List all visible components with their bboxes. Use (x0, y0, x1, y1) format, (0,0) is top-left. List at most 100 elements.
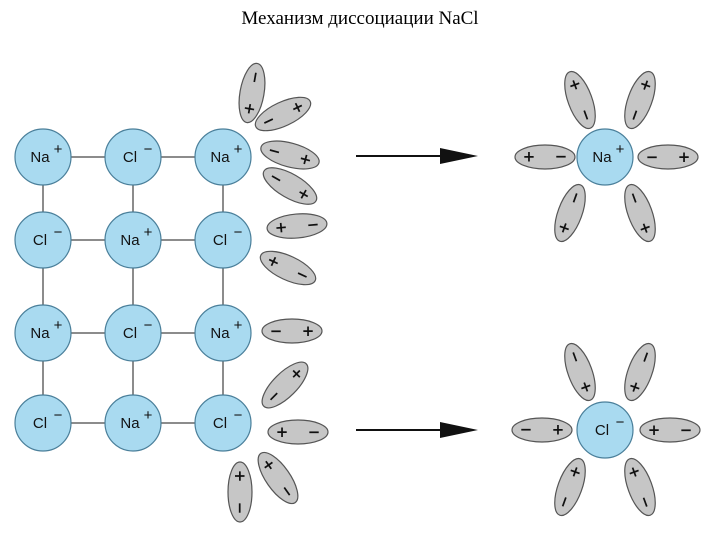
ion-label: Cl (213, 415, 227, 432)
ion-charge: + (234, 317, 243, 334)
dipole-negative-end: − (231, 502, 249, 515)
ion-charge: − (234, 407, 243, 424)
dipole-positive-end: + (231, 470, 249, 483)
chloride-ion: Cl− (194, 211, 252, 269)
sodium-ion: Na+ (194, 304, 252, 362)
dipole-negative-end: − (565, 189, 586, 207)
diagram-title: Механизм диссоциации NaCl (241, 8, 479, 29)
water-dipole: +− (267, 419, 329, 445)
dipole-positive-end: + (239, 101, 259, 117)
ion-charge: − (144, 317, 153, 334)
dipole-positive-end: + (564, 76, 585, 94)
dipole-positive-end: + (635, 76, 656, 94)
water-dipole: +− (564, 70, 596, 130)
ion-charge: − (54, 224, 63, 241)
dipole-negative-end: − (635, 348, 656, 366)
sodium-ion: Na+ (14, 304, 72, 362)
ion-charge: + (54, 317, 63, 334)
dipole-negative-end: − (635, 493, 656, 511)
ion-label: Cl (33, 415, 47, 432)
dipole-positive-end: + (552, 421, 565, 439)
water-dipoles: +−+−+−+−+−+−+−+−+−+−+− (227, 62, 329, 523)
chloride-ion: Cl− (104, 128, 162, 186)
reaction-arrows (356, 148, 478, 438)
dipole-negative-end: − (646, 148, 659, 166)
dipole-negative-end: − (306, 215, 320, 234)
hydrated-ions: +−+−+−+−+−+−Na++−+−+−+−+−+−Cl− (511, 70, 701, 517)
dipole-positive-end: + (274, 218, 288, 237)
ion-label: Na (592, 149, 612, 166)
water-dipole: +− (624, 457, 656, 517)
dipole-positive-end: + (624, 378, 645, 396)
sodium-ion: Na+ (104, 394, 162, 452)
dipole-negative-end: − (564, 348, 585, 366)
dipole-positive-end: + (302, 322, 315, 340)
hydrated-sodium-ion: Na+ (576, 128, 634, 186)
ion-charge: + (616, 141, 625, 158)
ion-charge: + (144, 407, 153, 424)
chloride-ion: Cl− (14, 394, 72, 452)
sodium-ion: Na+ (14, 128, 72, 186)
water-dipole: +− (260, 140, 320, 170)
chloride-ion: Cl− (14, 211, 72, 269)
dipole-positive-end: + (554, 219, 575, 237)
dipole-positive-end: + (276, 423, 289, 441)
reaction-arrow (356, 422, 478, 438)
water-dipole: +− (259, 250, 317, 286)
chloride-ion: Cl− (194, 394, 252, 452)
dipole-negative-end: − (270, 322, 283, 340)
water-dipole: +− (262, 167, 318, 205)
dipole-negative-end: − (554, 493, 575, 511)
dipole-positive-end: + (523, 148, 536, 166)
water-dipole: +− (266, 213, 328, 239)
dipole-positive-end: + (648, 421, 661, 439)
water-dipole: +− (624, 183, 656, 243)
dipole-positive-end: + (678, 148, 691, 166)
water-dipole: +− (564, 342, 596, 402)
hydrated-chloride-ion: Cl− (576, 401, 634, 459)
ion-label: Na (210, 325, 230, 342)
lattice-bonds (42, 156, 224, 424)
water-dipole: +− (238, 62, 266, 124)
sodium-ion: Na+ (104, 211, 162, 269)
dipole-negative-end: − (624, 189, 645, 207)
water-dipole: +− (261, 318, 323, 344)
ion-label: Cl (123, 149, 137, 166)
chloride-ion: Cl− (104, 304, 162, 362)
ion-label: Cl (33, 232, 47, 249)
reaction-arrow (356, 148, 478, 164)
ion-charge: − (144, 141, 153, 158)
dipole-negative-end: − (624, 106, 645, 124)
dipole-negative-end: − (575, 106, 596, 124)
ion-charge: − (54, 407, 63, 424)
ion-label: Na (120, 415, 140, 432)
water-dipole: +− (227, 461, 253, 523)
water-dipole: +− (624, 70, 656, 130)
dipole-negative-end: − (555, 148, 568, 166)
sodium-ion: Na+ (194, 128, 252, 186)
ion-label: Cl (595, 422, 609, 439)
dipole-positive-end: + (635, 219, 656, 237)
water-dipole: +− (637, 144, 699, 170)
dipole-positive-end: + (565, 463, 586, 481)
ion-charge: + (144, 224, 153, 241)
water-dipole: +− (554, 183, 586, 243)
water-dipole: +− (511, 417, 573, 443)
dipole-negative-end: − (266, 141, 283, 162)
ion-label: Na (210, 149, 230, 166)
nacl-crystal-lattice: Na+Cl−Na+Cl−Na+Cl−Na+Cl−Na+Cl−Na+Cl− (14, 128, 252, 452)
ion-label: Cl (213, 232, 227, 249)
water-dipole: +− (254, 96, 312, 132)
water-dipole: +− (624, 342, 656, 402)
ion-label: Na (30, 325, 50, 342)
dipole-negative-end: − (308, 423, 321, 441)
ion-label: Na (30, 149, 50, 166)
water-dipole: +− (554, 457, 586, 517)
water-dipole: +− (261, 361, 309, 409)
ion-charge: + (234, 141, 243, 158)
dipole-negative-end: − (520, 421, 533, 439)
ion-charge: − (234, 224, 243, 241)
ion-label: Na (120, 232, 140, 249)
water-dipole: +− (257, 451, 299, 505)
